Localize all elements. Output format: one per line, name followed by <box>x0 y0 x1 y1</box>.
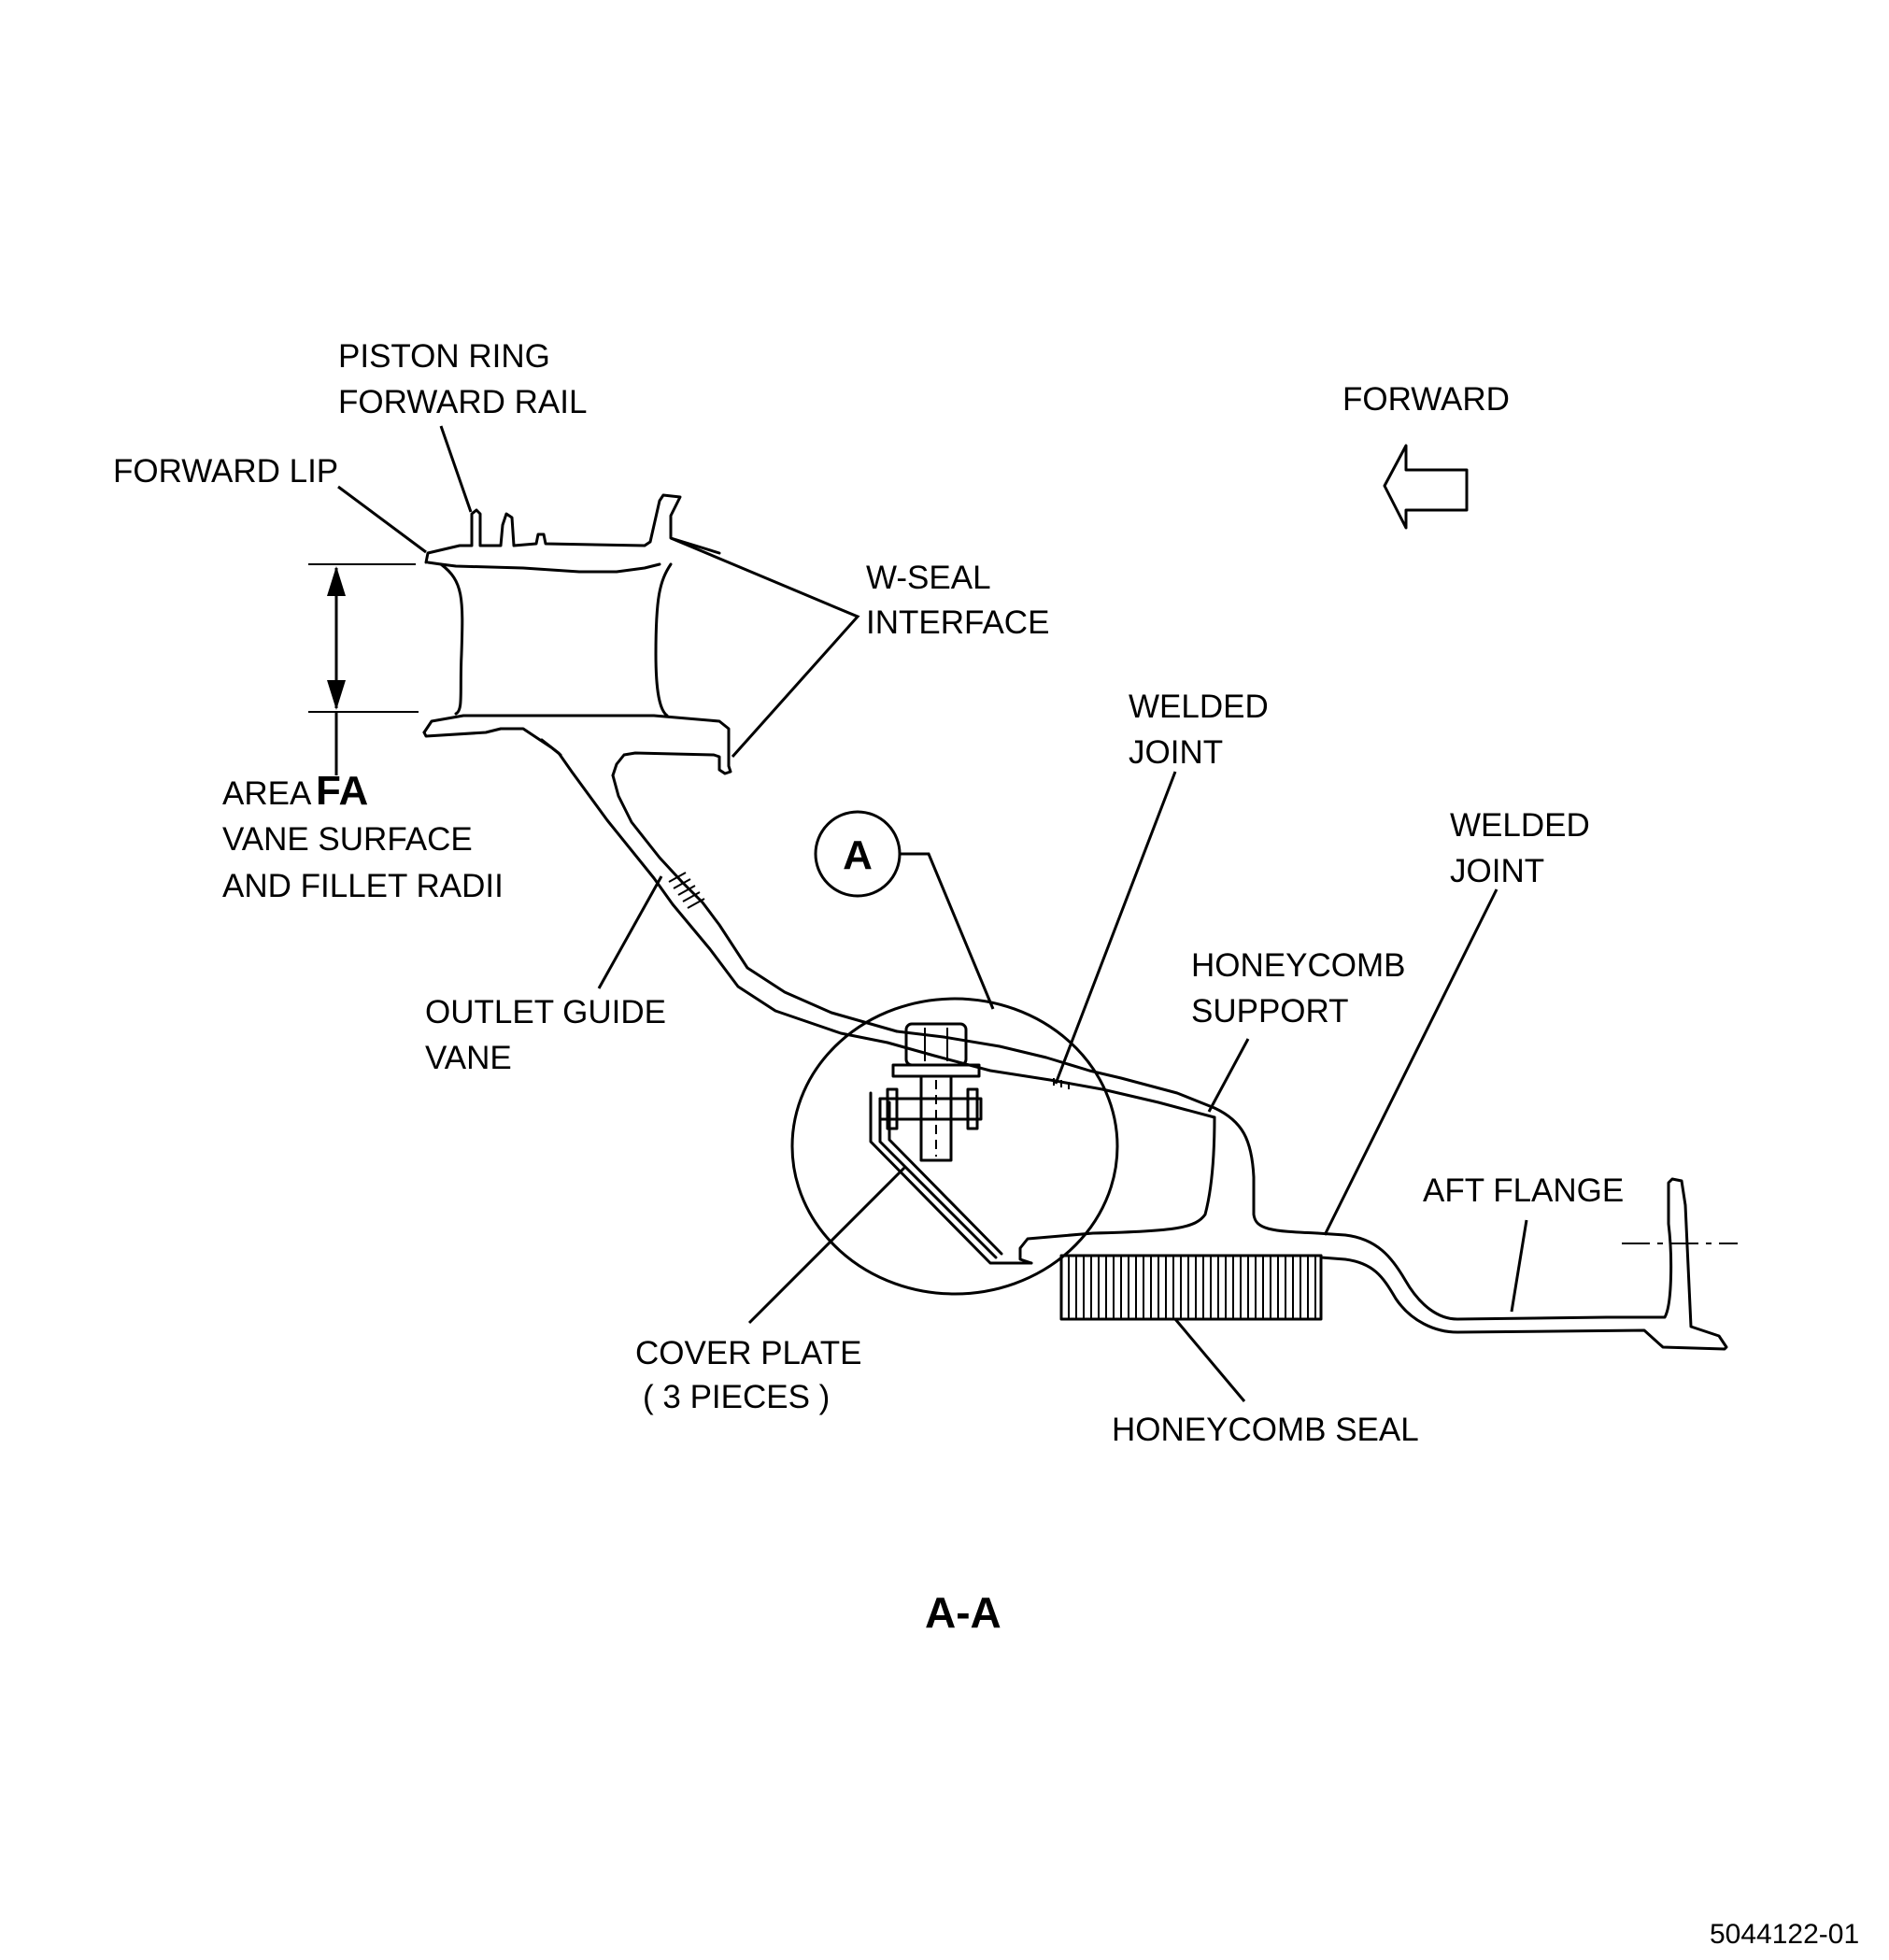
cover-plate-leader <box>747 1166 906 1325</box>
bolt-assembly <box>878 1022 983 1162</box>
label-piston-ring-line2: FORWARD RAIL <box>338 384 587 420</box>
vane-platform <box>422 493 732 777</box>
aft-flange-leader <box>1510 1219 1528 1313</box>
label-w-seal-line1: W-SEAL <box>866 560 991 596</box>
label-welded-joint-1-line2: JOINT <box>1129 734 1223 771</box>
label-area-code: FA <box>316 768 368 814</box>
label-forward-lip: FORWARD LIP <box>113 453 338 490</box>
honeycomb-seal-leader <box>1173 1318 1246 1402</box>
label-outlet-guide-vane-line2: VANE <box>425 1040 512 1076</box>
label-welded-joint-2-line1: WELDED <box>1450 807 1590 844</box>
honeycomb-seal-block <box>1059 1254 1323 1321</box>
label-area-prefix: AREA <box>222 775 312 812</box>
label-welded-joint-1-line1: WELDED <box>1129 689 1269 725</box>
honeycomb-support <box>886 1030 1319 1265</box>
detail-a-letter: A <box>843 832 873 878</box>
label-area-line2: VANE SURFACE <box>222 821 473 858</box>
label-welded-joint-2-line2: JOINT <box>1450 853 1544 889</box>
label-piston-ring-line1: PISTON RING <box>338 338 550 375</box>
label-aft-flange: AFT FLANGE <box>1423 1172 1624 1209</box>
label-area-line3: AND FILLET RADII <box>222 868 504 904</box>
figure-number: 5044122-01 <box>1710 1919 1859 1950</box>
label-outlet-guide-vane-line1: OUTLET GUIDE <box>425 994 666 1030</box>
welded-joint-1-leader <box>1054 771 1177 1085</box>
label-honeycomb-seal: HONEYCOMB SEAL <box>1112 1412 1419 1448</box>
detail-a-circle <box>790 997 1119 1296</box>
section-title: A-A <box>925 1588 1001 1637</box>
piston-ring-leader <box>439 425 473 513</box>
label-forward: FORWARD <box>1342 381 1510 418</box>
aft-flange <box>1315 1177 1738 1351</box>
forward-lip-leader <box>337 485 427 554</box>
honeycomb-support-leader <box>1207 1038 1250 1113</box>
welded-joint-2-leader <box>1323 888 1498 1236</box>
w-seal-leader <box>670 536 860 758</box>
area-fa-dimension <box>308 563 419 775</box>
forward-arrow-icon <box>1383 444 1469 530</box>
detail-a-leader <box>900 852 995 1010</box>
outlet-guide-vane <box>540 738 899 1044</box>
label-cover-plate-line2: ( 3 PIECES ) <box>643 1379 830 1415</box>
label-w-seal-line2: INTERFACE <box>866 604 1049 641</box>
label-honeycomb-support-line2: SUPPORT <box>1191 993 1349 1030</box>
label-cover-plate-line1: COVER PLATE <box>635 1335 861 1371</box>
cover-plate <box>869 1091 1033 1265</box>
outlet-guide-vane-leader <box>597 875 663 989</box>
label-honeycomb-support-line1: HONEYCOMB <box>1191 947 1405 984</box>
